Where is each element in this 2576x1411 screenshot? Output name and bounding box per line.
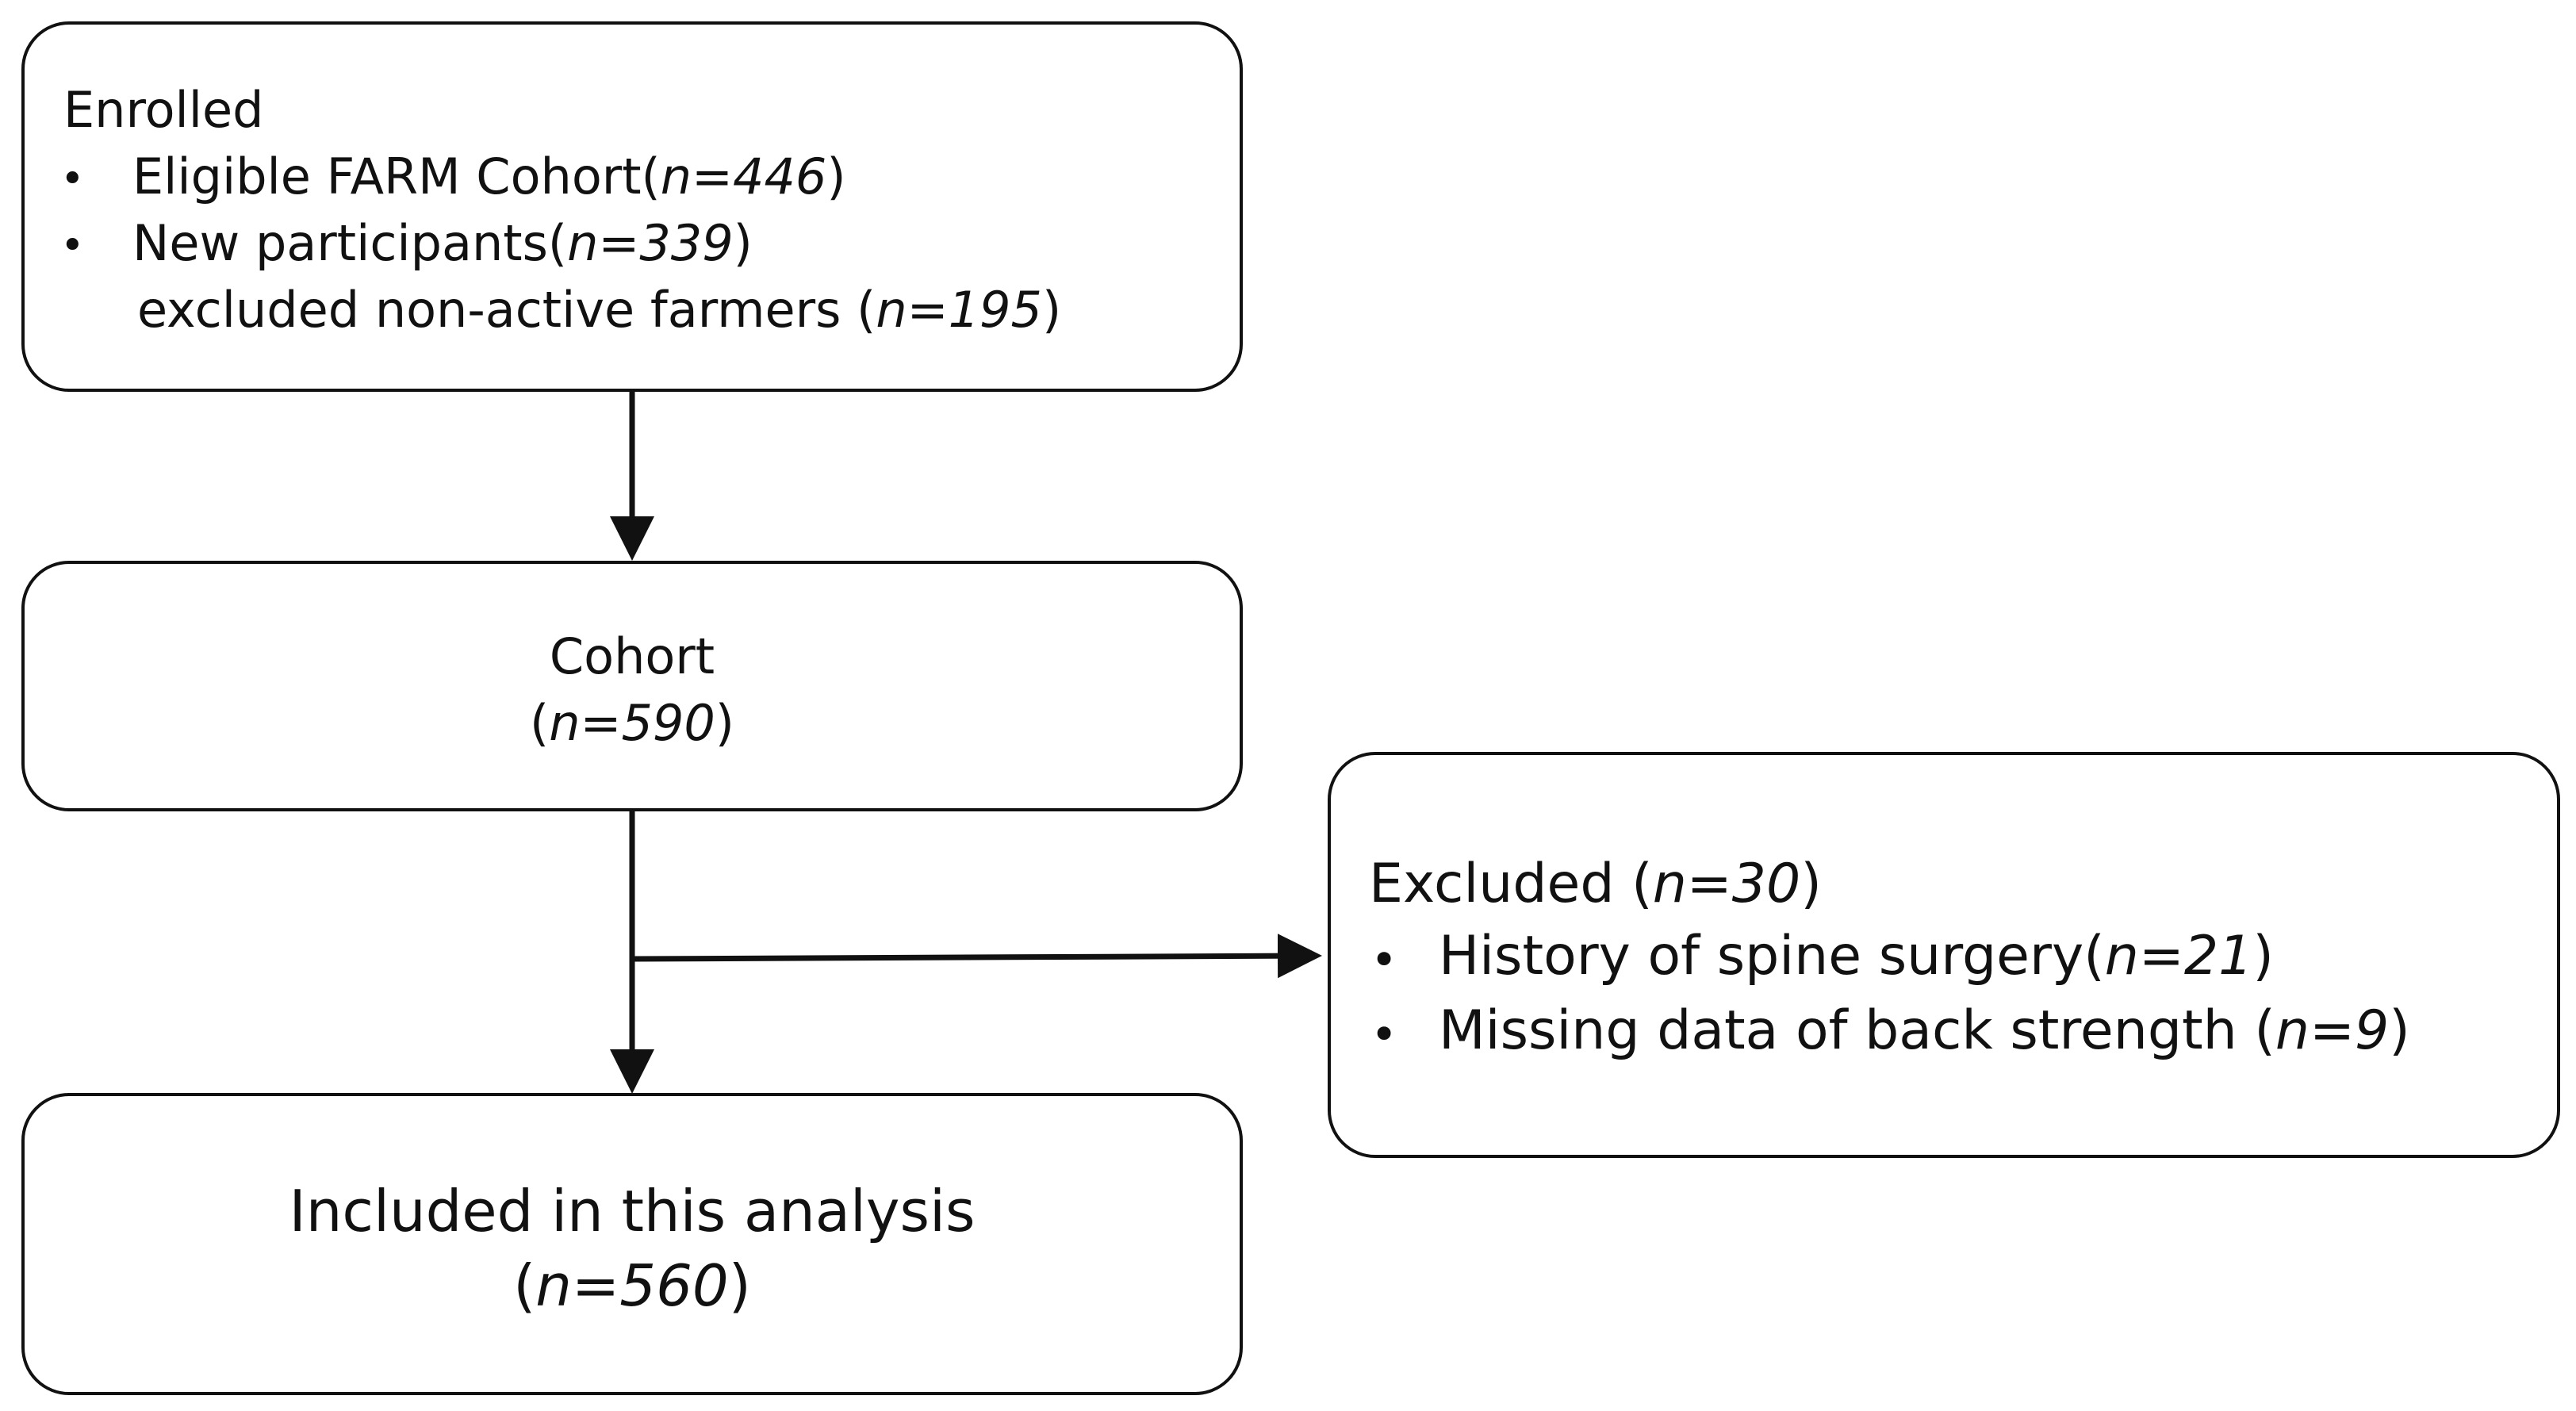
included-box [21,1093,1243,1395]
included-title: Included in this analysis [289,1178,976,1244]
excluded-title: Excluded (n=30) [1369,853,1822,915]
cohort-title: Cohort [549,627,715,685]
cohort-count: (n=590) [530,694,734,752]
enrolled-excluded-note: excluded non-active farmers (n=195) [137,281,1062,339]
bullet-icon: • [60,155,85,203]
enrolled-title: Enrolled [63,81,264,139]
excluded-item-missing-data: Missing data of back strength (n=9) [1439,999,2410,1062]
enrolled-item-eligible: Eligible FARM Cohort(n=446) [132,148,846,205]
enrolled-item-new: New participants(n=339) [132,214,753,272]
arrow-to-excluded [631,934,1322,979]
excluded-box [1328,752,2560,1158]
cohort-box [21,561,1243,811]
included-count: (n=560) [513,1252,751,1319]
bullet-icon: • [60,222,85,270]
bullet-icon: • [1370,1007,1398,1061]
enrolled-box [21,21,1243,392]
excluded-item-spine-surgery: History of spine surgery(n=21) [1439,925,2274,987]
bullet-icon: • [1370,933,1398,987]
